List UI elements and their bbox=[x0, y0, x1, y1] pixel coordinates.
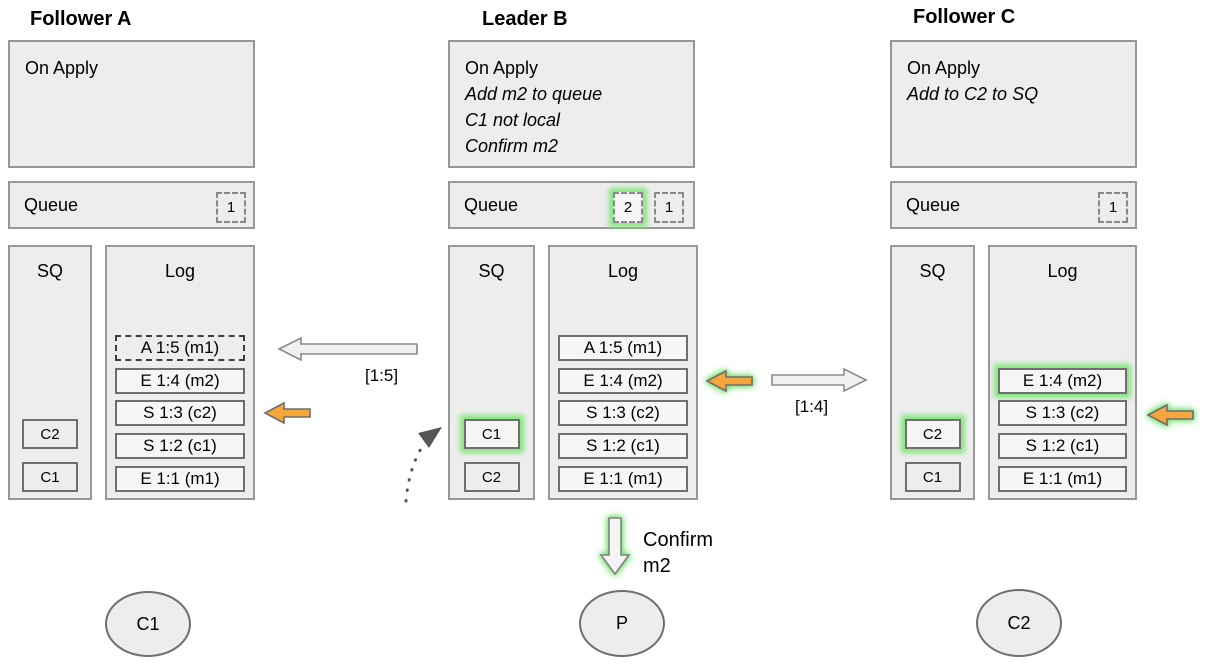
log-entry: E 1:4 (m2) bbox=[998, 368, 1127, 394]
client-node-c1: C1 bbox=[105, 591, 191, 657]
log-entry: A 1:5 (m1) bbox=[558, 335, 688, 361]
replicate-arrow-to-c-icon bbox=[771, 367, 868, 393]
apply-pointer-arrow-c-icon bbox=[1146, 403, 1194, 427]
confirm-line-2: m2 bbox=[643, 555, 671, 577]
queue-box-leader-b: Queue 2 1 bbox=[448, 181, 695, 229]
confirm-arrow-icon bbox=[599, 517, 631, 576]
sq-item-c2: C2 bbox=[463, 462, 520, 492]
log-label: Log bbox=[164, 261, 196, 281]
on-apply-box-follower-a: On Apply bbox=[8, 40, 255, 168]
sq-item-c2: C2 bbox=[904, 419, 961, 449]
log-entry: S 1:3 (c2) bbox=[998, 400, 1127, 426]
apply-pointer-arrow-b-icon bbox=[705, 369, 753, 393]
queue-item-1: 1 bbox=[1098, 192, 1128, 223]
log-box-follower-a: Log A 1:5 (m1) E 1:4 (m2) S 1:3 (c2) S 1… bbox=[105, 245, 255, 500]
panel-title-leader-b: Leader B bbox=[482, 8, 568, 30]
log-entry: S 1:2 (c1) bbox=[558, 433, 688, 459]
client-node-p: P bbox=[579, 590, 665, 657]
on-apply-note: Add m2 to queue bbox=[465, 84, 603, 104]
sq-box-follower-c: SQ C2 C1 bbox=[890, 245, 975, 500]
replicate-arrow-to-a-icon bbox=[277, 336, 418, 362]
on-apply-box-follower-c: On Apply Add to C2 to SQ bbox=[890, 40, 1137, 168]
replicate-range-label-c: [1:4] bbox=[795, 397, 829, 416]
log-label: Log bbox=[607, 261, 639, 281]
on-apply-note: Confirm m2 bbox=[465, 136, 559, 156]
confirm-line-1: Confirm bbox=[643, 529, 714, 551]
replicate-range-label-a: [1:5] bbox=[365, 366, 399, 385]
log-entry: E 1:1 (m1) bbox=[998, 466, 1127, 492]
sq-item-c1: C1 bbox=[904, 462, 961, 492]
queue-label: Queue bbox=[464, 195, 519, 215]
confirm-message-label: Confirm m2 bbox=[643, 527, 713, 579]
queue-box-follower-c: Queue 1 bbox=[890, 181, 1137, 229]
log-box-leader-b: Log A 1:5 (m1) E 1:4 (m2) S 1:3 (c2) S 1… bbox=[548, 245, 698, 500]
client-node-c2: C2 bbox=[976, 589, 1062, 657]
panel-title-follower-a: Follower A bbox=[30, 8, 132, 30]
sq-label: SQ bbox=[478, 261, 505, 281]
sq-item-c1: C1 bbox=[463, 419, 520, 449]
queue-label: Queue bbox=[24, 195, 79, 215]
queue-item-2: 2 bbox=[613, 192, 643, 223]
on-apply-heading: On Apply bbox=[465, 58, 539, 78]
dotted-arrow-to-sq-c1-icon bbox=[404, 427, 442, 503]
sq-label: SQ bbox=[919, 261, 946, 281]
on-apply-note: Add to C2 to SQ bbox=[907, 84, 1039, 104]
log-box-follower-c: Log E 1:4 (m2) S 1:3 (c2) S 1:2 (c1) E 1… bbox=[988, 245, 1137, 500]
sq-box-follower-a: SQ C2 C1 bbox=[8, 245, 92, 500]
log-entry: S 1:2 (c1) bbox=[998, 433, 1127, 459]
on-apply-heading: On Apply bbox=[25, 58, 99, 78]
log-entry: E 1:4 (m2) bbox=[115, 368, 245, 394]
on-apply-heading: On Apply bbox=[907, 58, 981, 78]
apply-pointer-arrow-a-icon bbox=[263, 401, 311, 425]
sq-item-c2: C2 bbox=[22, 419, 78, 449]
sq-label: SQ bbox=[36, 261, 63, 281]
panel-title-follower-c: Follower C bbox=[913, 6, 1016, 28]
log-entry: S 1:3 (c2) bbox=[115, 400, 245, 426]
log-label: Log bbox=[1047, 261, 1078, 281]
log-entry: E 1:1 (m1) bbox=[115, 466, 245, 492]
log-entry: E 1:1 (m1) bbox=[558, 466, 688, 492]
log-entry: S 1:2 (c1) bbox=[115, 433, 245, 459]
queue-label: Queue bbox=[906, 195, 961, 215]
queue-item-1: 1 bbox=[216, 192, 246, 223]
log-entry: A 1:5 (m1) bbox=[115, 335, 245, 361]
queue-box-follower-a: Queue 1 bbox=[8, 181, 255, 229]
sq-item-c1: C1 bbox=[22, 462, 78, 492]
log-entry: S 1:3 (c2) bbox=[558, 400, 688, 426]
queue-item-1: 1 bbox=[654, 192, 684, 223]
on-apply-note: C1 not local bbox=[465, 110, 561, 130]
sq-box-leader-b: SQ C1 C2 bbox=[448, 245, 535, 500]
on-apply-box-leader-b: On Apply Add m2 to queue C1 not local Co… bbox=[448, 40, 695, 168]
log-entry: E 1:4 (m2) bbox=[558, 368, 688, 394]
